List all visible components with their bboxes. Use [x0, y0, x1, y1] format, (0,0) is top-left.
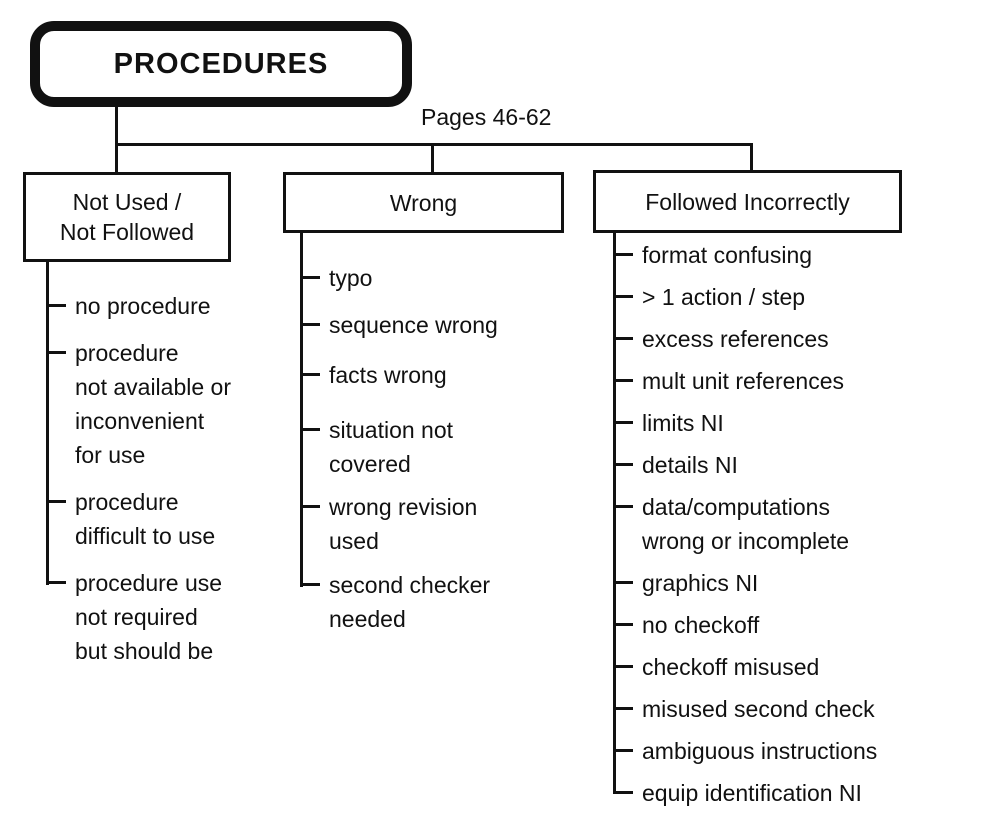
branch-box-followed-incorrectly: Followed Incorrectly — [593, 170, 902, 233]
tick-icon — [300, 428, 320, 431]
branch-box-not-used: Not Used / Not Followed — [23, 172, 231, 262]
list-item: facts wrong — [300, 358, 498, 392]
tick-icon — [613, 665, 633, 668]
list-item: excess references — [613, 322, 877, 356]
wrong-drop-line — [431, 143, 434, 174]
item-text: equip identification NI — [642, 780, 862, 806]
tick-icon — [613, 379, 633, 382]
tick-icon — [613, 623, 633, 626]
list-item: procedure use not required but should be — [46, 566, 231, 668]
item-text: wrong revision used — [329, 494, 478, 554]
list-item: mult unit references — [613, 364, 877, 398]
item-text: facts wrong — [329, 362, 447, 388]
branch-title-wrong: Wrong — [389, 189, 458, 216]
list-item: format confusing — [613, 238, 877, 272]
root-stem-line — [115, 107, 118, 172]
list-item: ambiguous instructions — [613, 734, 877, 768]
tick-icon — [613, 421, 633, 424]
item-text: procedure use not required but should be — [75, 570, 223, 664]
item-text: graphics NI — [642, 570, 759, 596]
tick-icon — [300, 323, 320, 326]
tick-icon — [300, 276, 320, 279]
tick-icon — [46, 304, 66, 307]
branch-title-followed-incorrectly: Followed Incorrectly — [645, 188, 850, 215]
item-text: ambiguous instructions — [642, 738, 878, 764]
tick-icon — [300, 505, 320, 508]
procedures-box: PROCEDURES — [30, 21, 412, 107]
tick-icon — [613, 749, 633, 752]
branch-list-followed-incorrectly: format confusing > 1 action / step exces… — [613, 238, 877, 810]
list-item: checkoff misused — [613, 650, 877, 684]
item-text: second checker needed — [329, 572, 491, 632]
tick-icon — [613, 505, 633, 508]
pages-note: Pages 46-62 — [421, 104, 552, 130]
item-text: details NI — [642, 452, 738, 478]
tick-icon — [613, 337, 633, 340]
list-item: no procedure — [46, 289, 231, 323]
item-text: mult unit references — [642, 368, 844, 394]
list-item: wrong revision used — [300, 490, 498, 558]
branch-list-not-used: no procedure procedure not available or … — [46, 289, 231, 668]
tick-icon — [613, 463, 633, 466]
item-text: excess references — [642, 326, 829, 352]
list-item: typo — [300, 261, 498, 295]
item-text: no checkoff — [642, 612, 760, 638]
list-item: data/computations wrong or incomplete — [613, 490, 877, 558]
list-item: equip identification NI — [613, 776, 877, 810]
branch-box-wrong: Wrong — [283, 172, 564, 233]
list-item: details NI — [613, 448, 877, 482]
tick-icon — [300, 373, 320, 376]
tick-icon — [613, 581, 633, 584]
list-item: misused second check — [613, 692, 877, 726]
tick-icon — [46, 581, 66, 584]
item-text: typo — [329, 265, 373, 291]
item-text: situation not covered — [329, 417, 454, 477]
item-text: data/computations wrong or incomplete — [642, 494, 850, 554]
list-item: graphics NI — [613, 566, 877, 600]
item-text: procedure difficult to use — [75, 489, 216, 549]
list-item: second checker needed — [300, 568, 498, 636]
list-item: procedure difficult to use — [46, 485, 231, 553]
stem-line-followed-incorrectly — [613, 231, 616, 794]
stem-line-wrong — [300, 232, 303, 587]
list-item: procedure not available or inconvenient … — [46, 336, 231, 472]
tick-icon — [613, 791, 633, 794]
list-item: sequence wrong — [300, 308, 498, 342]
list-item: no checkoff — [613, 608, 877, 642]
tick-icon — [613, 295, 633, 298]
tick-icon — [300, 583, 320, 586]
tick-icon — [613, 707, 633, 710]
followed-drop-line — [750, 143, 753, 172]
tick-icon — [46, 351, 66, 354]
item-text: misused second check — [642, 696, 875, 722]
stem-line-not-used — [46, 261, 49, 585]
tick-icon — [613, 253, 633, 256]
item-text: sequence wrong — [329, 312, 498, 338]
item-text: limits NI — [642, 410, 724, 436]
item-text: no procedure — [75, 293, 211, 319]
branch-list-wrong: typo sequence wrong facts wrong situatio… — [300, 261, 498, 636]
tick-icon — [46, 500, 66, 503]
branch-title-not-used: Not Used / Not Followed — [59, 189, 195, 245]
procedures-label: PROCEDURES — [113, 47, 329, 80]
list-item: limits NI — [613, 406, 877, 440]
item-text: procedure not available or inconvenient … — [75, 340, 231, 468]
connector-line — [115, 143, 753, 146]
list-item: > 1 action / step — [613, 280, 877, 314]
list-item: situation not covered — [300, 413, 498, 481]
item-text: format confusing — [642, 242, 813, 268]
item-text: > 1 action / step — [642, 284, 806, 310]
item-text: checkoff misused — [642, 654, 820, 680]
